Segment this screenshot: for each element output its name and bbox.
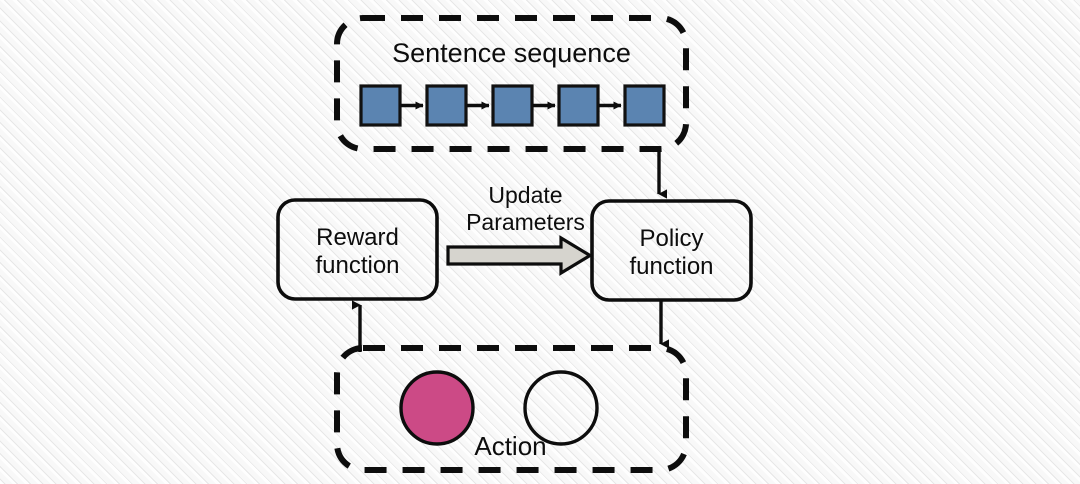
reward-function-box [276, 198, 439, 301]
policy-function-box [590, 199, 753, 302]
token-3 [491, 84, 534, 127]
token-2 [425, 84, 468, 127]
token-5 [623, 84, 666, 127]
action-circle-unselected [523, 370, 599, 446]
action-group-border [334, 345, 689, 473]
action-circle-selected [399, 370, 475, 446]
update-parameters-block-arrow [446, 235, 594, 276]
token-1 [359, 84, 402, 127]
token-4 [557, 84, 600, 127]
sentence-sequence-group-border [334, 15, 689, 152]
